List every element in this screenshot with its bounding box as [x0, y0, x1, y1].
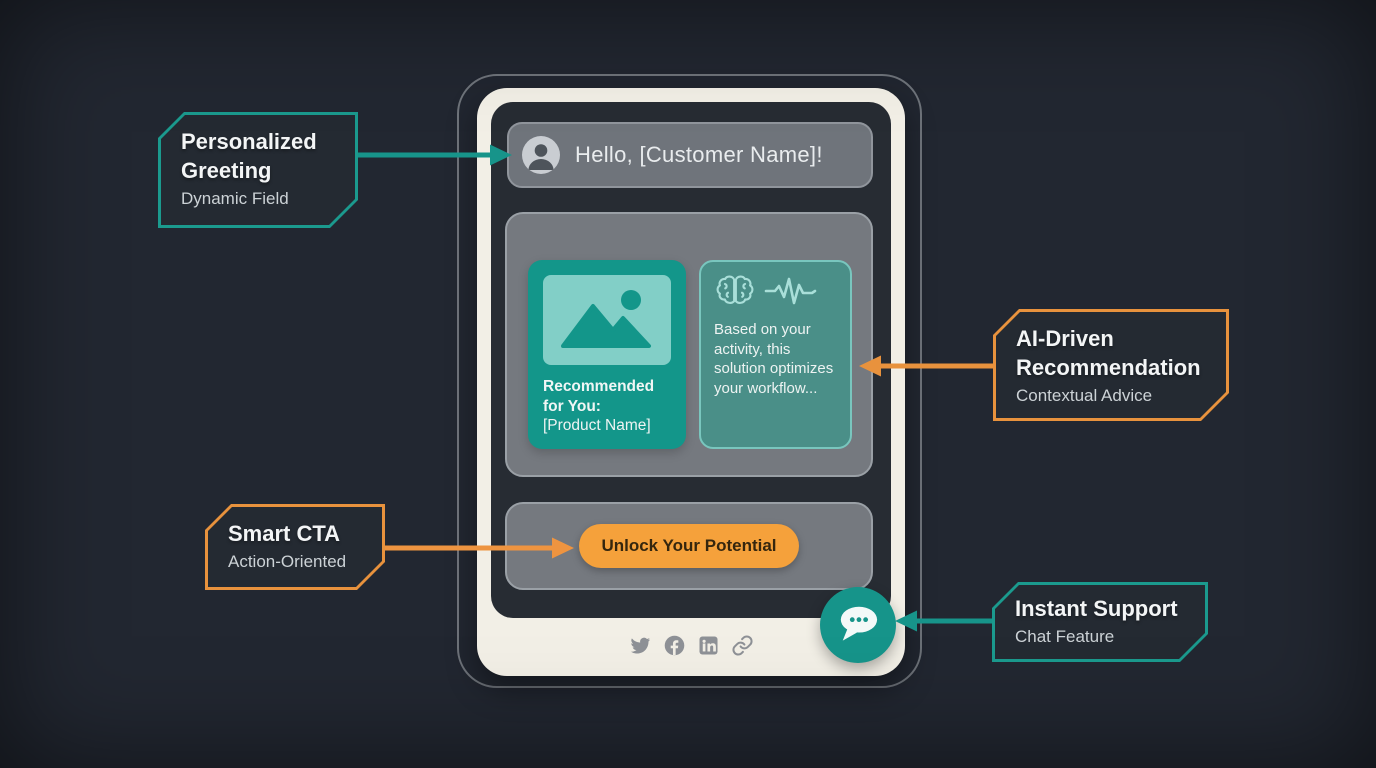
chat-bubble-icon: [835, 602, 881, 649]
ai-recommendation-card[interactable]: Based on your activity, this solution op…: [699, 260, 852, 449]
user-avatar-icon: [522, 136, 560, 174]
device-frame: Hello, [Customer Name]! Recommended for …: [477, 88, 905, 676]
callout-title: Recommendation: [1016, 355, 1201, 380]
link-icon[interactable]: [731, 634, 754, 657]
content-card: Recommended for You: [Product Name]: [505, 212, 873, 477]
callout-subtitle: Contextual Advice: [1016, 386, 1153, 405]
callout-title: Personalized: [181, 129, 317, 154]
callout-border: AI-Driven Recommendation Contextual Advi…: [993, 309, 1229, 421]
recommendation-heading: Recommended for You:: [543, 378, 655, 415]
recommended-product-card[interactable]: Recommended for You: [Product Name]: [528, 260, 686, 449]
greeting-text: Hello, [Customer Name]!: [575, 142, 823, 167]
device-outline: [457, 74, 922, 688]
callout-border: Personalized Greeting Dynamic Field: [158, 112, 358, 228]
callout-title: AI-Driven: [1016, 326, 1114, 351]
callout-subtitle: Dynamic Field: [181, 189, 289, 208]
ai-recommendation-text: Based on your activity, this solution op…: [714, 321, 834, 397]
facebook-icon[interactable]: [663, 634, 686, 657]
callout-subtitle: Action-Oriented: [228, 552, 347, 571]
callout-border: Instant Support Chat Feature: [992, 582, 1208, 662]
callout-title: Instant Support: [1015, 596, 1178, 621]
cta-button[interactable]: Unlock Your Potential: [579, 524, 799, 568]
brain-icon: [714, 272, 756, 315]
callout-smart-cta: Smart CTA Action-Oriented: [205, 504, 385, 590]
device-screen: Hello, [Customer Name]! Recommended for …: [491, 102, 891, 618]
callout-title: Smart CTA: [228, 521, 341, 546]
greeting-bar: Hello, [Customer Name]!: [507, 122, 873, 188]
callout-instant-support: Instant Support Chat Feature: [992, 582, 1208, 662]
callout-subtitle: Chat Feature: [1015, 627, 1115, 646]
waveform-icon: [764, 275, 830, 312]
cta-card: Unlock Your Potential: [505, 502, 873, 590]
chat-fab-button[interactable]: [820, 587, 896, 663]
callout-personalized-greeting: Personalized Greeting Dynamic Field: [158, 112, 358, 228]
twitter-icon[interactable]: [629, 634, 652, 657]
product-name-placeholder: [Product Name]: [543, 417, 651, 434]
callout-ai-recommendation: AI-Driven Recommendation Contextual Advi…: [993, 309, 1229, 421]
callout-border: Smart CTA Action-Oriented: [205, 504, 385, 590]
linkedin-icon[interactable]: [697, 634, 720, 657]
callout-title: Greeting: [181, 158, 272, 183]
product-image-placeholder: [543, 275, 671, 365]
ai-card-icons: [714, 274, 837, 312]
image-placeholder-icon: [555, 282, 659, 359]
social-row: [477, 634, 905, 657]
